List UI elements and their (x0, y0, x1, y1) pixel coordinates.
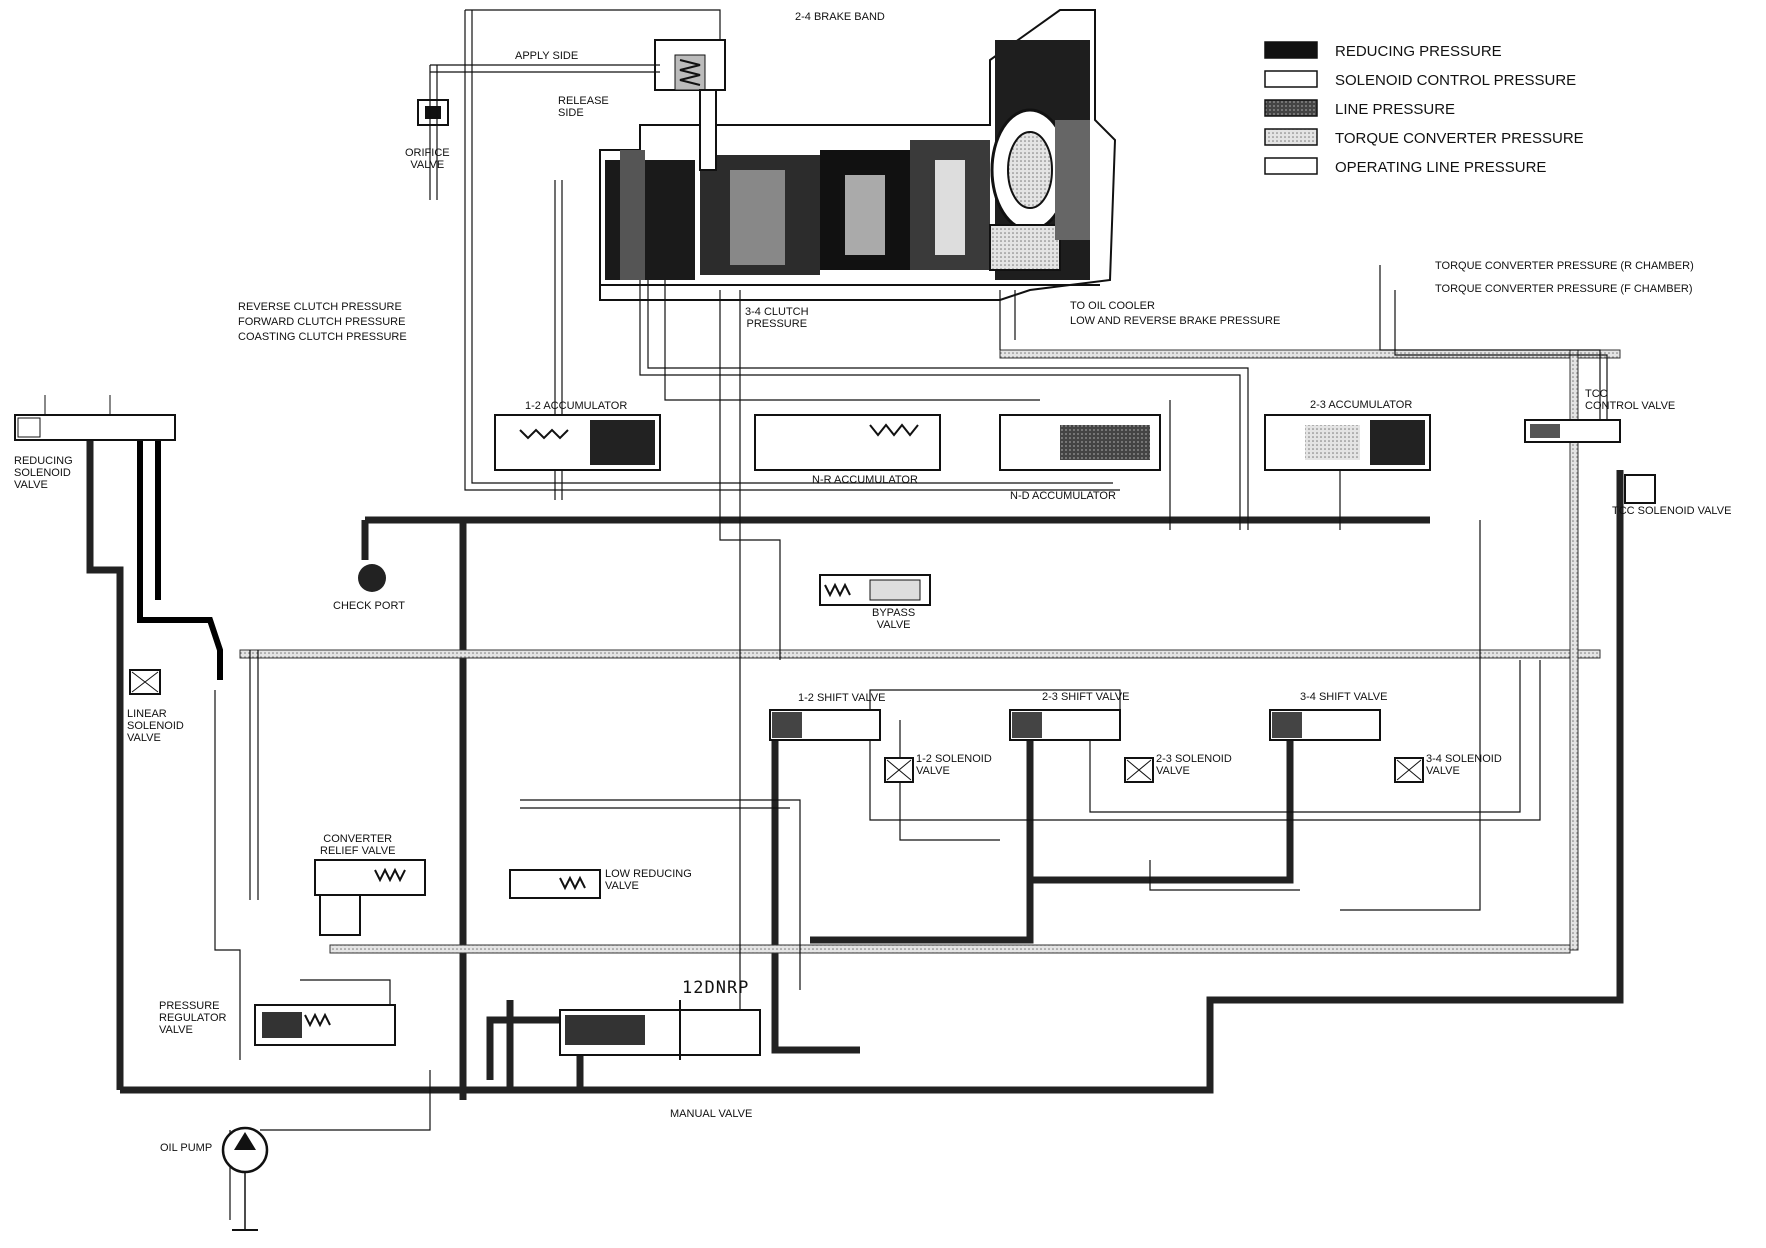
solenoid-12 (884, 757, 914, 783)
label-acc-12: 1-2 ACCUMULATOR (525, 400, 628, 412)
solenoid-34 (1394, 757, 1424, 783)
legend-swatch-0 (1264, 41, 1318, 59)
orifice-valve (417, 99, 449, 126)
legend-label-operating-line: OPERATING LINE PRESSURE (1335, 159, 1547, 176)
reducing-pressure-channels (137, 440, 223, 680)
label-orifice-valve: ORIFICE VALVE (405, 147, 450, 171)
solenoid-23 (1124, 757, 1154, 783)
legend-label-line: LINE PRESSURE (1335, 101, 1456, 118)
label-shift-23: 2-3 SHIFT VALVE (1042, 691, 1130, 703)
transmission-cutaway (599, 9, 1117, 301)
label-forward-clutch: FORWARD CLUTCH PRESSURE (238, 316, 406, 328)
label-low-reducing: LOW REDUCING VALVE (605, 868, 692, 892)
label-tc-r-chamber: TORQUE CONVERTER PRESSURE (R CHAMBER) (1435, 260, 1694, 272)
label-shift-34: 3-4 SHIFT VALVE (1300, 691, 1388, 703)
label-converter-relief: CONVERTER RELIEF VALVE (320, 833, 396, 857)
label-coasting-clutch: COASTING CLUTCH PRESSURE (238, 331, 407, 343)
label-bypass-valve: BYPASS VALVE (872, 607, 916, 631)
label-sol-12: 1-2 SOLENOID VALVE (916, 753, 992, 777)
label-shift-12: 1-2 SHIFT VALVE (798, 692, 886, 704)
label-sol-23: 2-3 SOLENOID VALVE (1156, 753, 1232, 777)
label-acc-nr: N-R ACCUMULATOR (812, 474, 918, 486)
legend-swatch-1 (1264, 70, 1318, 88)
label-acc-nd: N-D ACCUMULATOR (1010, 490, 1116, 502)
linear-solenoid-valve (129, 669, 161, 695)
label-34-clutch: 3-4 CLUTCH PRESSURE (745, 306, 809, 330)
label-tcc-solenoid: TCC SOLENOID VALVE (1612, 505, 1732, 517)
accumulator-nr (754, 414, 941, 471)
label-reducing-solenoid: REDUCING SOLENOID VALVE (14, 455, 73, 491)
label-linear-solenoid: LINEAR SOLENOID VALVE (127, 708, 184, 744)
brake-band-24 (654, 39, 726, 171)
legend-swatch-2 (1264, 99, 1318, 117)
label-oil-cooler: TO OIL COOLER (1070, 300, 1155, 312)
label-apply-side: APPLY SIDE (515, 50, 579, 62)
accumulator-23 (1264, 414, 1431, 471)
label-check-port: CHECK PORT (333, 600, 405, 612)
label-sol-34: 3-4 SOLENOID VALVE (1426, 753, 1502, 777)
label-brake-band: 2-4 BRAKE BAND (795, 11, 885, 23)
pressure-regulator-valve (254, 1004, 396, 1046)
shift-valve-34 (1269, 709, 1381, 741)
label-reverse-clutch: REVERSE CLUTCH PRESSURE (238, 301, 402, 313)
torque-converter-channels (239, 349, 1621, 954)
bypass-valve (819, 574, 931, 606)
check-port (358, 564, 386, 592)
label-tc-f-chamber: TORQUE CONVERTER PRESSURE (F CHAMBER) (1435, 283, 1693, 295)
label-pressure-regulator: PRESSURE REGULATOR VALVE (159, 1000, 227, 1036)
label-low-reverse: LOW AND REVERSE BRAKE PRESSURE (1070, 315, 1281, 327)
label-tcc-control: TCC CONTROL VALVE (1585, 388, 1676, 412)
label-release-side: RELEASE SIDE (558, 95, 609, 119)
legend-label-torque-converter: TORQUE CONVERTER PRESSURE (1335, 130, 1584, 147)
label-acc-23: 2-3 ACCUMULATOR (1310, 399, 1413, 411)
tcc-solenoid-valve (1624, 474, 1656, 504)
accumulator-12 (494, 414, 661, 471)
accumulator-nd (999, 414, 1161, 471)
legend-label-solenoid-control: SOLENOID CONTROL PRESSURE (1335, 72, 1577, 89)
line-pressure-channels (86, 440, 1624, 1100)
label-manual-positions: 12DNRP (682, 978, 750, 998)
shift-valve-23 (1009, 709, 1121, 741)
reducing-solenoid-valve (14, 395, 176, 441)
legend-label-reducing: REDUCING PRESSURE (1335, 43, 1502, 60)
manual-valve (559, 1000, 761, 1060)
operating-pressure-channels (214, 9, 1608, 1220)
tcc-control-valve (1524, 419, 1621, 443)
converter-relief-valve (314, 859, 426, 936)
oil-pump (221, 1126, 269, 1231)
legend-swatch-3 (1264, 128, 1318, 146)
low-reducing-valve (509, 869, 601, 899)
legend-swatch-4 (1264, 157, 1318, 175)
legend-swatches (1264, 41, 1318, 175)
label-oil-pump: OIL PUMP (160, 1142, 213, 1154)
shift-valve-12 (769, 709, 881, 741)
label-manual-valve: MANUAL VALVE (670, 1108, 753, 1120)
